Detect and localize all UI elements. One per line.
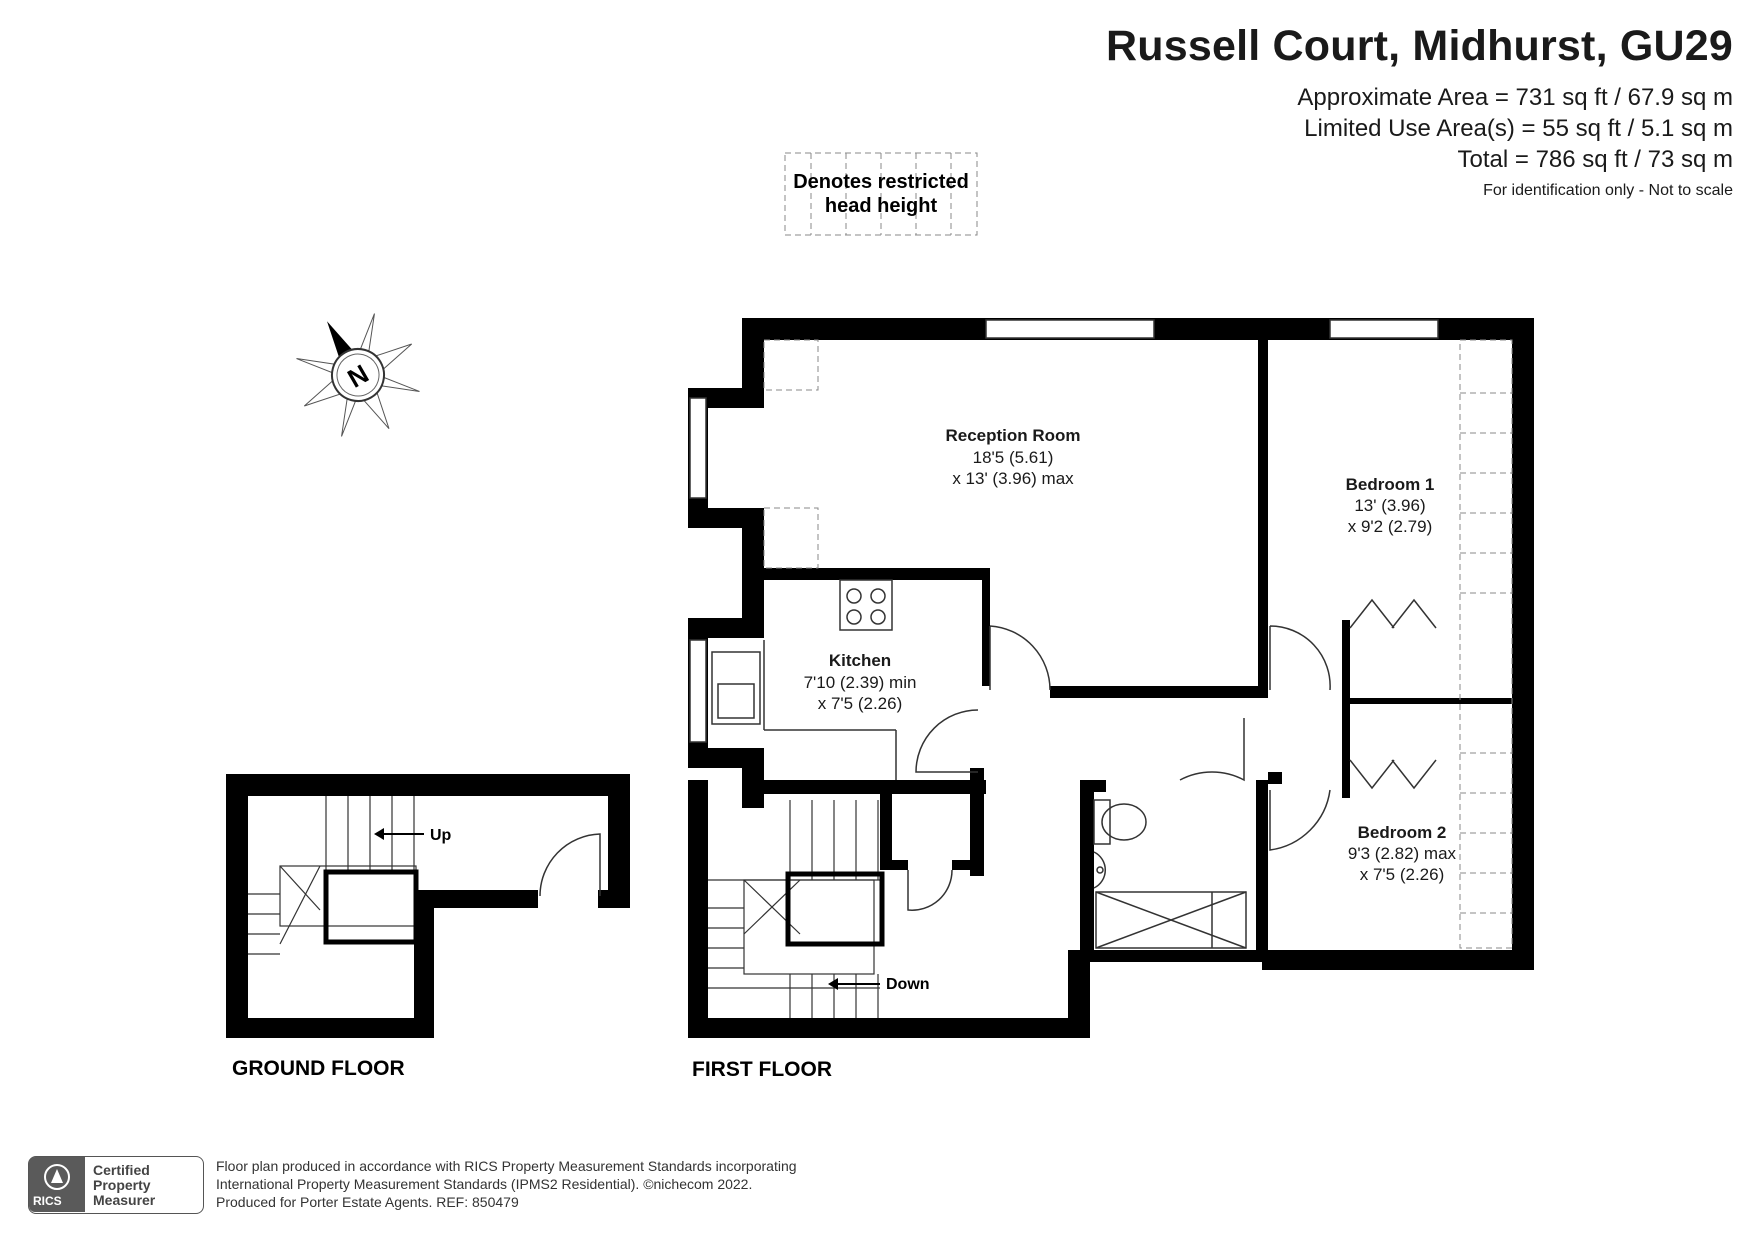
- footer-text: Floor plan produced in accordance with R…: [216, 1157, 797, 1211]
- stairs-up-label: Up: [430, 827, 452, 844]
- stairs-ground: [248, 796, 417, 955]
- gf-door: [539, 833, 601, 897]
- wall-left-top: [742, 318, 764, 408]
- toilet-icon: [1093, 799, 1111, 845]
- bedroom2-dim2: x 7'5 (2.26): [1360, 865, 1445, 884]
- rics-logo-icon: RICS: [29, 1157, 85, 1212]
- rics-logo-text: RICS: [33, 1194, 62, 1208]
- shower-icon: [1095, 891, 1247, 949]
- wall-stair-top: [764, 780, 986, 794]
- window-kitchen: [689, 639, 707, 743]
- wall-kitchen-right: [982, 568, 990, 686]
- restricted-zones-first: [763, 339, 1513, 949]
- compass-icon: [296, 313, 420, 437]
- first-floor-label: FIRST FLOOR: [692, 1058, 832, 1081]
- wall-left-lower: [688, 780, 708, 1038]
- wall-bedroom2-wardrobe: [1342, 698, 1350, 798]
- doors-first: [907, 598, 1437, 911]
- reception-room-dim2: x 13' (3.96) max: [952, 469, 1074, 488]
- ground-floor-plan: [226, 774, 630, 1038]
- bathroom-fixtures: [1093, 799, 1247, 949]
- kitchen-dim2: x 7'5 (2.26): [818, 694, 903, 713]
- wall-cupboard-bottom: [880, 860, 908, 870]
- wall-left-mid: [742, 508, 764, 638]
- wall-cupboard-left: [880, 790, 892, 870]
- wall-bottom-right: [1262, 950, 1534, 970]
- stairs-down-label: Down: [886, 976, 930, 993]
- wall-reception-bottom: [1050, 686, 1262, 698]
- wall-cupboard-bottom2: [952, 860, 984, 870]
- bedroom2-name: Bedroom 2: [1358, 823, 1447, 842]
- window-bay: [689, 397, 707, 499]
- approximate-area: Approximate Area = 731 sq ft / 67.9 sq m: [1297, 84, 1733, 111]
- wall-bathroom-top: [1080, 780, 1106, 792]
- wall-step: [1068, 950, 1090, 1038]
- reception-room-dim1: 18'5 (5.61): [973, 448, 1054, 467]
- stair-well-ground: [323, 869, 419, 945]
- window-reception: [985, 319, 1155, 339]
- gf-wall-door: [598, 890, 630, 908]
- wall-kitchen-top: [764, 568, 988, 580]
- scale-disclaimer: For identification only - Not to scale: [1483, 182, 1733, 199]
- wall-bedroom1-wardrobe: [1342, 620, 1350, 698]
- gf-wall-left: [226, 774, 248, 1038]
- ground-floor-label: GROUND FLOOR: [232, 1057, 405, 1080]
- badge-line-2: Property: [93, 1177, 151, 1193]
- badge-line-3: Measurer: [93, 1192, 156, 1208]
- footer-line-3: Produced for Porter Estate Agents. REF: …: [216, 1194, 519, 1210]
- bedroom1-dim2: x 9'2 (2.79): [1348, 517, 1433, 536]
- reception-room-name: Reception Room: [945, 426, 1080, 445]
- footer-line-1: Floor plan produced in accordance with R…: [216, 1158, 797, 1174]
- bedroom2-dim1: 9'3 (2.82) max: [1348, 844, 1457, 863]
- stairs-first: [708, 800, 880, 1018]
- legend-text-2: head height: [825, 195, 938, 217]
- wall-bottom: [688, 1018, 1090, 1038]
- total-area: Total = 786 sq ft / 73 sq m: [1457, 146, 1733, 173]
- restricted-height-legend: Denotes restricted head height: [784, 152, 978, 236]
- stair-well-first: [785, 871, 885, 947]
- gf-wall-bottom: [226, 1018, 434, 1038]
- badge-line-1: Certified: [93, 1162, 150, 1178]
- rics-badge: RICS Certified Property Measurer: [28, 1156, 204, 1214]
- wall-bathroom-bottom: [1080, 950, 1270, 962]
- wall-bath-notch: [1268, 772, 1282, 784]
- footer-line-2: International Property Measurement Stand…: [216, 1176, 753, 1192]
- legend-text-1: Denotes restricted: [793, 171, 969, 193]
- wall-bathroom-right: [1256, 780, 1268, 960]
- kitchen-name: Kitchen: [829, 651, 891, 670]
- limited-use-area: Limited Use Area(s) = 55 sq ft / 5.1 sq …: [1304, 115, 1733, 142]
- kitchen-dim1: 7'10 (2.39) min: [804, 673, 917, 692]
- wall-kitchen-left: [742, 748, 764, 808]
- hob-icon: [839, 579, 893, 631]
- wall-bathroom-left: [1080, 780, 1094, 950]
- wall-bedroom-divider: [1342, 698, 1514, 704]
- kitchen-fixtures: [711, 579, 897, 780]
- gf-wall-right: [608, 774, 630, 908]
- gf-wall-inner: [414, 890, 434, 1038]
- wall-cupboard: [970, 768, 984, 876]
- bedroom1-dim1: 13' (3.96): [1354, 496, 1425, 515]
- basin-icon: [1093, 851, 1106, 889]
- gf-wall-top: [226, 774, 630, 796]
- wall-right: [1512, 318, 1534, 970]
- window-bedroom1: [1329, 319, 1439, 339]
- bedroom1-name: Bedroom 1: [1346, 475, 1435, 494]
- gf-wall-hall: [414, 890, 538, 908]
- property-title: Russell Court, Midhurst, GU29: [1106, 22, 1733, 70]
- sink-icon: [711, 651, 761, 725]
- first-floor-plan: [688, 318, 1534, 1038]
- wall-reception-bedroom1: [1258, 318, 1268, 698]
